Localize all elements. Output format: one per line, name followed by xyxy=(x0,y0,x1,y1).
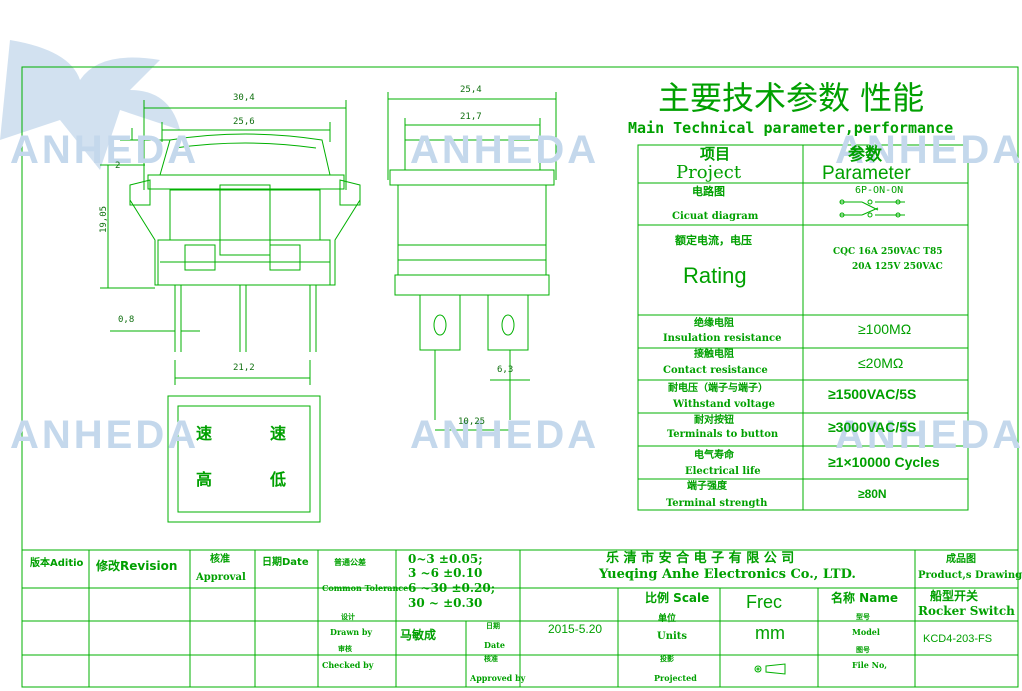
row-contact-value: ≤20MΩ xyxy=(858,355,904,371)
bottom-mark-3: 高 xyxy=(196,470,213,489)
tb-date-cn: 日期 xyxy=(486,622,500,630)
dim-front-width-cap: 25,6 xyxy=(233,117,255,127)
tb-company-en: Yueqing Anhe Electronics Co., LTD. xyxy=(599,567,856,582)
tb-tolerance-en: Common Tolerance xyxy=(322,583,409,593)
row-life-value: ≥1×10000 Cycles xyxy=(828,454,940,470)
tb-projection-cn: 投影 xyxy=(660,655,674,663)
tb-checked-en: Checked by xyxy=(322,660,374,670)
tb-units-en: Units xyxy=(657,631,688,642)
tb-tolerance-1: 3 ~6 ±0.10 xyxy=(408,566,483,580)
row-withstand-en: Withstand voltage xyxy=(673,399,775,410)
tb-approval-en: Approval xyxy=(196,572,246,583)
tb-revision: 修改Revision xyxy=(96,559,178,573)
side-view xyxy=(387,92,557,431)
tb-scale-label: 比例 Scale xyxy=(645,591,710,605)
watermark-brand-2: ANHEDA xyxy=(410,128,600,172)
dim-front-pin-span: 21,2 xyxy=(233,363,255,373)
param-table-lines xyxy=(637,144,969,511)
tb-design-cn: 设计 xyxy=(341,613,355,621)
tb-date-label: 日期Date xyxy=(262,557,309,568)
dim-side-width-outer: 25,4 xyxy=(460,85,482,95)
params-title-cn: 主要技术参数 性能 xyxy=(658,79,925,117)
tb-company-cn: 乐 清 市 安 合 电 子 有 限 公 司 xyxy=(606,551,795,566)
header-param-en: Parameter xyxy=(822,163,911,184)
row-strength-value: ≥80N xyxy=(858,487,887,501)
watermark-brand-1: ANHEDA xyxy=(10,128,200,172)
row-rating-value: CQC 16A 250VAC T85 xyxy=(833,247,943,257)
header-param-cn: 参数 xyxy=(848,145,882,165)
tb-tolerance-0: 0~3 ±0.05; xyxy=(408,552,483,566)
tb-drawing-cn: 成品图 xyxy=(946,554,976,565)
row-terminals-cn: 耐对按钮 xyxy=(694,415,734,426)
bottom-mark-4: 低 xyxy=(270,470,287,489)
tb-name-label: 名称 Name xyxy=(831,591,898,605)
tb-approved-en: Approved by xyxy=(470,673,526,683)
row-contact-cn: 接触电阻 xyxy=(694,349,734,360)
dim-side-terminal-width: 6,3 xyxy=(497,365,514,375)
row-insulation-cn: 绝缘电阻 xyxy=(694,318,734,329)
header-project-en: Project xyxy=(676,162,742,183)
tb-model-cn: 型号 xyxy=(856,613,870,621)
tb-projection-en: Projected xyxy=(654,673,697,683)
tb-review-cn: 审核 xyxy=(338,645,352,653)
tb-name-en: Rocker Switch xyxy=(918,604,1015,618)
watermark-brand-4: ANHEDA xyxy=(10,413,200,457)
title-block-lines xyxy=(22,549,1018,687)
header-project-cn: 项目 xyxy=(700,145,731,163)
row-rating-value2: 20A 125V 250VAC xyxy=(852,262,943,272)
row-contact-en: Contact resistance xyxy=(663,365,768,376)
row-terminals-value: ≥3000VAC/5S xyxy=(828,419,917,435)
row-rating-en: Rating xyxy=(683,263,747,288)
params-title-en: Main Technical parameter,performance xyxy=(628,119,954,137)
row-terminals-en: Terminals to button xyxy=(667,429,779,440)
watermark-brand-5: ANHEDA xyxy=(410,413,600,457)
watermark xyxy=(0,40,180,170)
dim-front-height: 19,05 xyxy=(99,205,110,234)
tb-model-en: Model xyxy=(852,627,880,637)
tb-drawn-en: Drawn by xyxy=(330,627,373,637)
row-circuit-cn: 电路图 xyxy=(692,185,725,198)
bottom-mark-2: 速 xyxy=(270,424,287,443)
row-rating-cn: 额定电流，电压 xyxy=(675,234,752,247)
row-withstand-cn: 耐电压（端子与端子） xyxy=(668,383,768,394)
row-insulation-en: Insulation resistance xyxy=(663,333,782,344)
tb-designer: 马敏成 xyxy=(400,628,437,642)
row-life-en: Electrical life xyxy=(685,466,761,477)
tb-scale-value: Frec xyxy=(746,592,782,612)
tb-drawing-no-cn: 图号 xyxy=(856,646,870,654)
tb-drawing-en: Product,s Drawing xyxy=(918,570,1022,581)
row-insulation-value: ≥100MΩ xyxy=(858,321,912,337)
tb-date-en: Date xyxy=(484,640,505,650)
dim-side-terminal-span: 10,25 xyxy=(458,417,486,427)
tb-approved-cn: 核准 xyxy=(484,655,498,663)
dim-front-cap-offset: 2 xyxy=(115,161,121,171)
tb-tolerance-cn: 普通公差 xyxy=(334,558,366,567)
tb-tolerance-2: 6 ~30 ±0.20; xyxy=(408,581,496,595)
row-circuit-value: 6P-ON-ON xyxy=(855,185,904,196)
tb-units-cn: 单位 xyxy=(658,614,677,624)
watermark-brand-3: ANHEDA xyxy=(835,128,1022,172)
front-view xyxy=(100,100,361,385)
tb-approval-cn: 核准 xyxy=(210,554,230,565)
tb-file-no-en: File No, xyxy=(852,660,888,670)
dim-front-pin: 0,8 xyxy=(118,315,135,325)
row-withstand-value: ≥1500VAC/5S xyxy=(828,386,917,402)
tb-name-cn: 船型开关 xyxy=(930,589,979,603)
dim-side-width-body: 21,7 xyxy=(460,112,482,122)
tb-date-value: 2015-5.20 xyxy=(548,622,603,636)
row-strength-en: Terminal strength xyxy=(666,498,768,509)
bottom-mark-1: 速 xyxy=(196,424,213,443)
tb-units-value: mm xyxy=(755,623,785,643)
bottom-view xyxy=(167,395,321,523)
tb-tolerance-3: 30 ~ ±0.30 xyxy=(408,596,483,610)
tb-model-value: KCD4-203-FS xyxy=(923,633,993,645)
row-strength-cn: 端子强度 xyxy=(687,481,727,492)
dim-front-width-outer: 30,4 xyxy=(233,93,255,103)
row-circuit-en: Cicuat diagram xyxy=(672,211,759,222)
tb-version: 版本Aditio xyxy=(30,558,84,569)
watermark-brand-6: ANHEDA xyxy=(835,413,1022,457)
row-life-cn: 电气寿命 xyxy=(694,450,734,461)
